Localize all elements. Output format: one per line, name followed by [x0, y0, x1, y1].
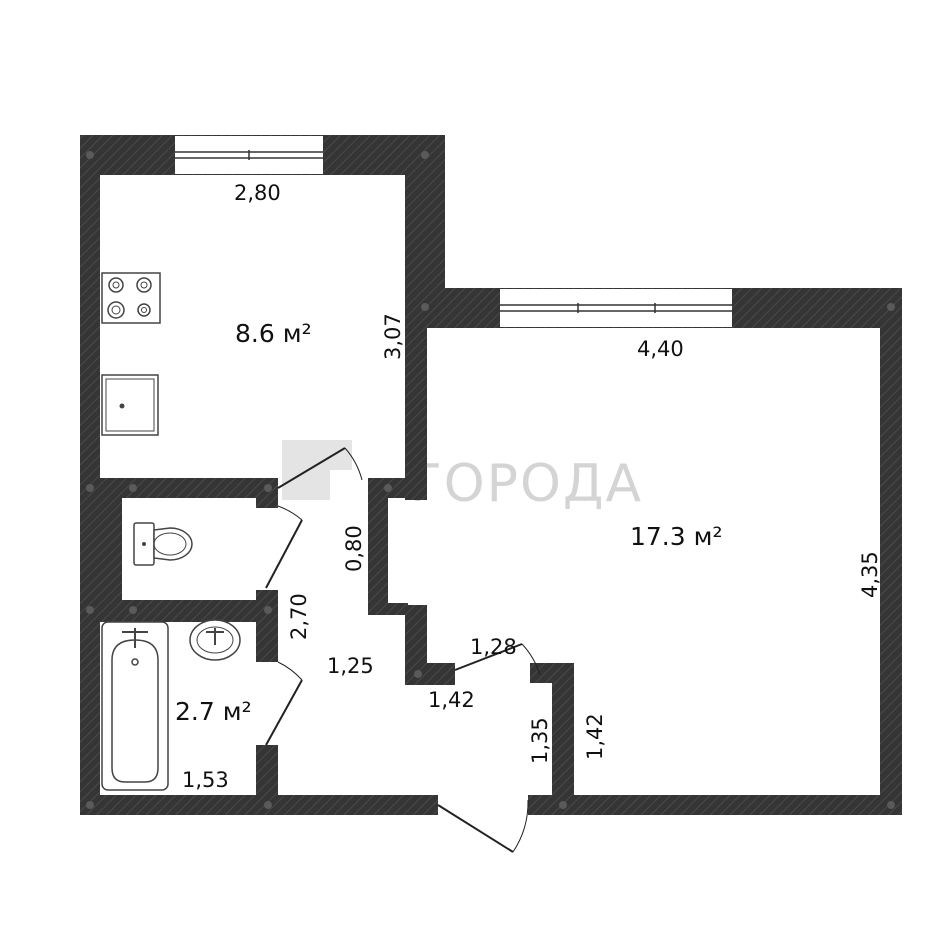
kitchen-width-dim: 2,80 [234, 181, 281, 205]
living-door [454, 643, 541, 676]
watermark-text: ГОРОДА [410, 454, 643, 514]
wc-bottom-wall [100, 600, 278, 622]
left-outer-wall [80, 135, 100, 815]
wall-1-28-dim: 1,28 [470, 635, 517, 659]
kitchen-window [175, 136, 323, 174]
bathtub-icon [101, 621, 169, 791]
kitchen-door [277, 447, 363, 489]
bottom-wall-right [528, 795, 902, 815]
watermark: ГОРОДА [282, 440, 643, 514]
hall-width-dim: 1,25 [327, 654, 374, 678]
bath-right-wall-lower [256, 745, 278, 815]
wall-markers [86, 151, 895, 809]
bath-door [265, 661, 303, 746]
toilet-icon [133, 522, 193, 566]
wall-1-42-b-dim: 1,42 [583, 713, 607, 760]
bath-width-dim: 1,53 [182, 768, 229, 792]
wc-right-wall-lower [256, 590, 278, 662]
wardrobe-niche-side [368, 478, 388, 613]
wc-left-wall [100, 478, 122, 613]
windows [175, 136, 732, 327]
living-right-wall [880, 288, 902, 815]
wall-1-35-dim: 1,35 [528, 717, 552, 764]
room-depth-dim: 4,35 [858, 551, 882, 598]
living-partition-top [530, 663, 574, 683]
kitchen-bottom-wall [80, 478, 278, 498]
sink-icon [101, 374, 159, 436]
kitchen-depth-dim: 3,07 [381, 313, 405, 360]
dimension-labels: 2,80 3,07 4,40 4,35 0,80 2,70 1,25 1,53 … [182, 181, 882, 792]
kitchen-area-label: 8.6 м² [235, 319, 312, 348]
living-left-wall-upper [405, 310, 427, 500]
wardrobe-niche-bottom [368, 603, 408, 615]
stove-icon [101, 272, 161, 324]
bathroom-area-label: 2.7 м² [175, 697, 252, 726]
living-window [500, 289, 732, 327]
hall-length-dim: 2,70 [287, 593, 311, 640]
living-partition-wall [552, 663, 574, 815]
room-width-dim: 4,40 [637, 337, 684, 361]
doors [265, 447, 541, 853]
entrance-door [437, 799, 529, 853]
living-room-area-label: 17.3 м² [630, 522, 723, 551]
corridor-stub-wall [405, 663, 455, 685]
room-labels: 8.6 м² 17.3 м² 2.7 м² [175, 319, 723, 726]
washbasin-icon [189, 619, 241, 661]
wc-right-wall-upper [256, 478, 278, 508]
kitchen-right-wall [405, 135, 445, 310]
door-width-dim: 0,80 [342, 525, 366, 572]
wall-1-42-a-dim: 1,42 [428, 688, 475, 712]
wc-door [265, 505, 303, 589]
